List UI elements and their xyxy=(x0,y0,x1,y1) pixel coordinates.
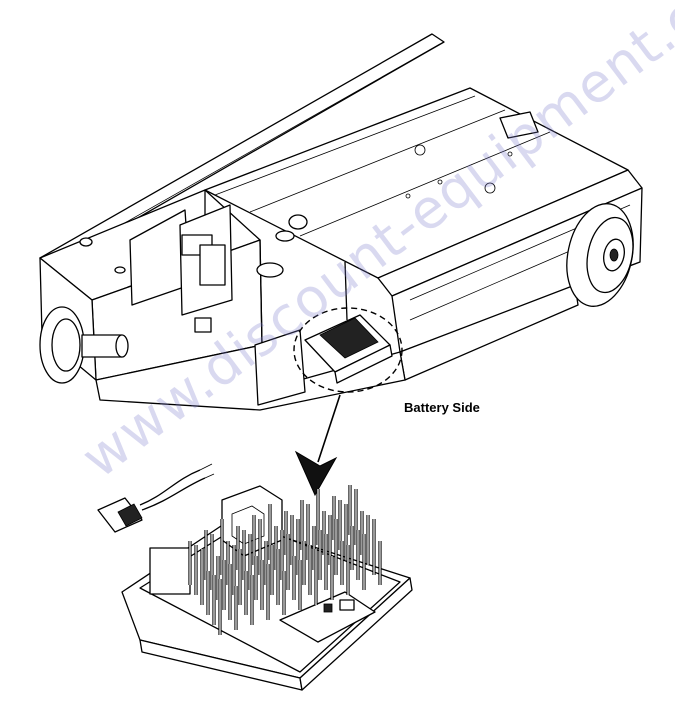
callout-arrow xyxy=(294,394,341,497)
wheel-right xyxy=(566,203,634,307)
heat-sink-pins xyxy=(188,485,382,635)
cable-plug xyxy=(97,463,215,533)
chassis-frame xyxy=(39,33,643,411)
controller-installed xyxy=(304,314,393,384)
battery-side-label: Battery Side xyxy=(404,400,480,415)
controller-enlarged xyxy=(121,485,413,691)
callout-circle xyxy=(293,307,403,393)
wheel-left xyxy=(39,306,129,384)
